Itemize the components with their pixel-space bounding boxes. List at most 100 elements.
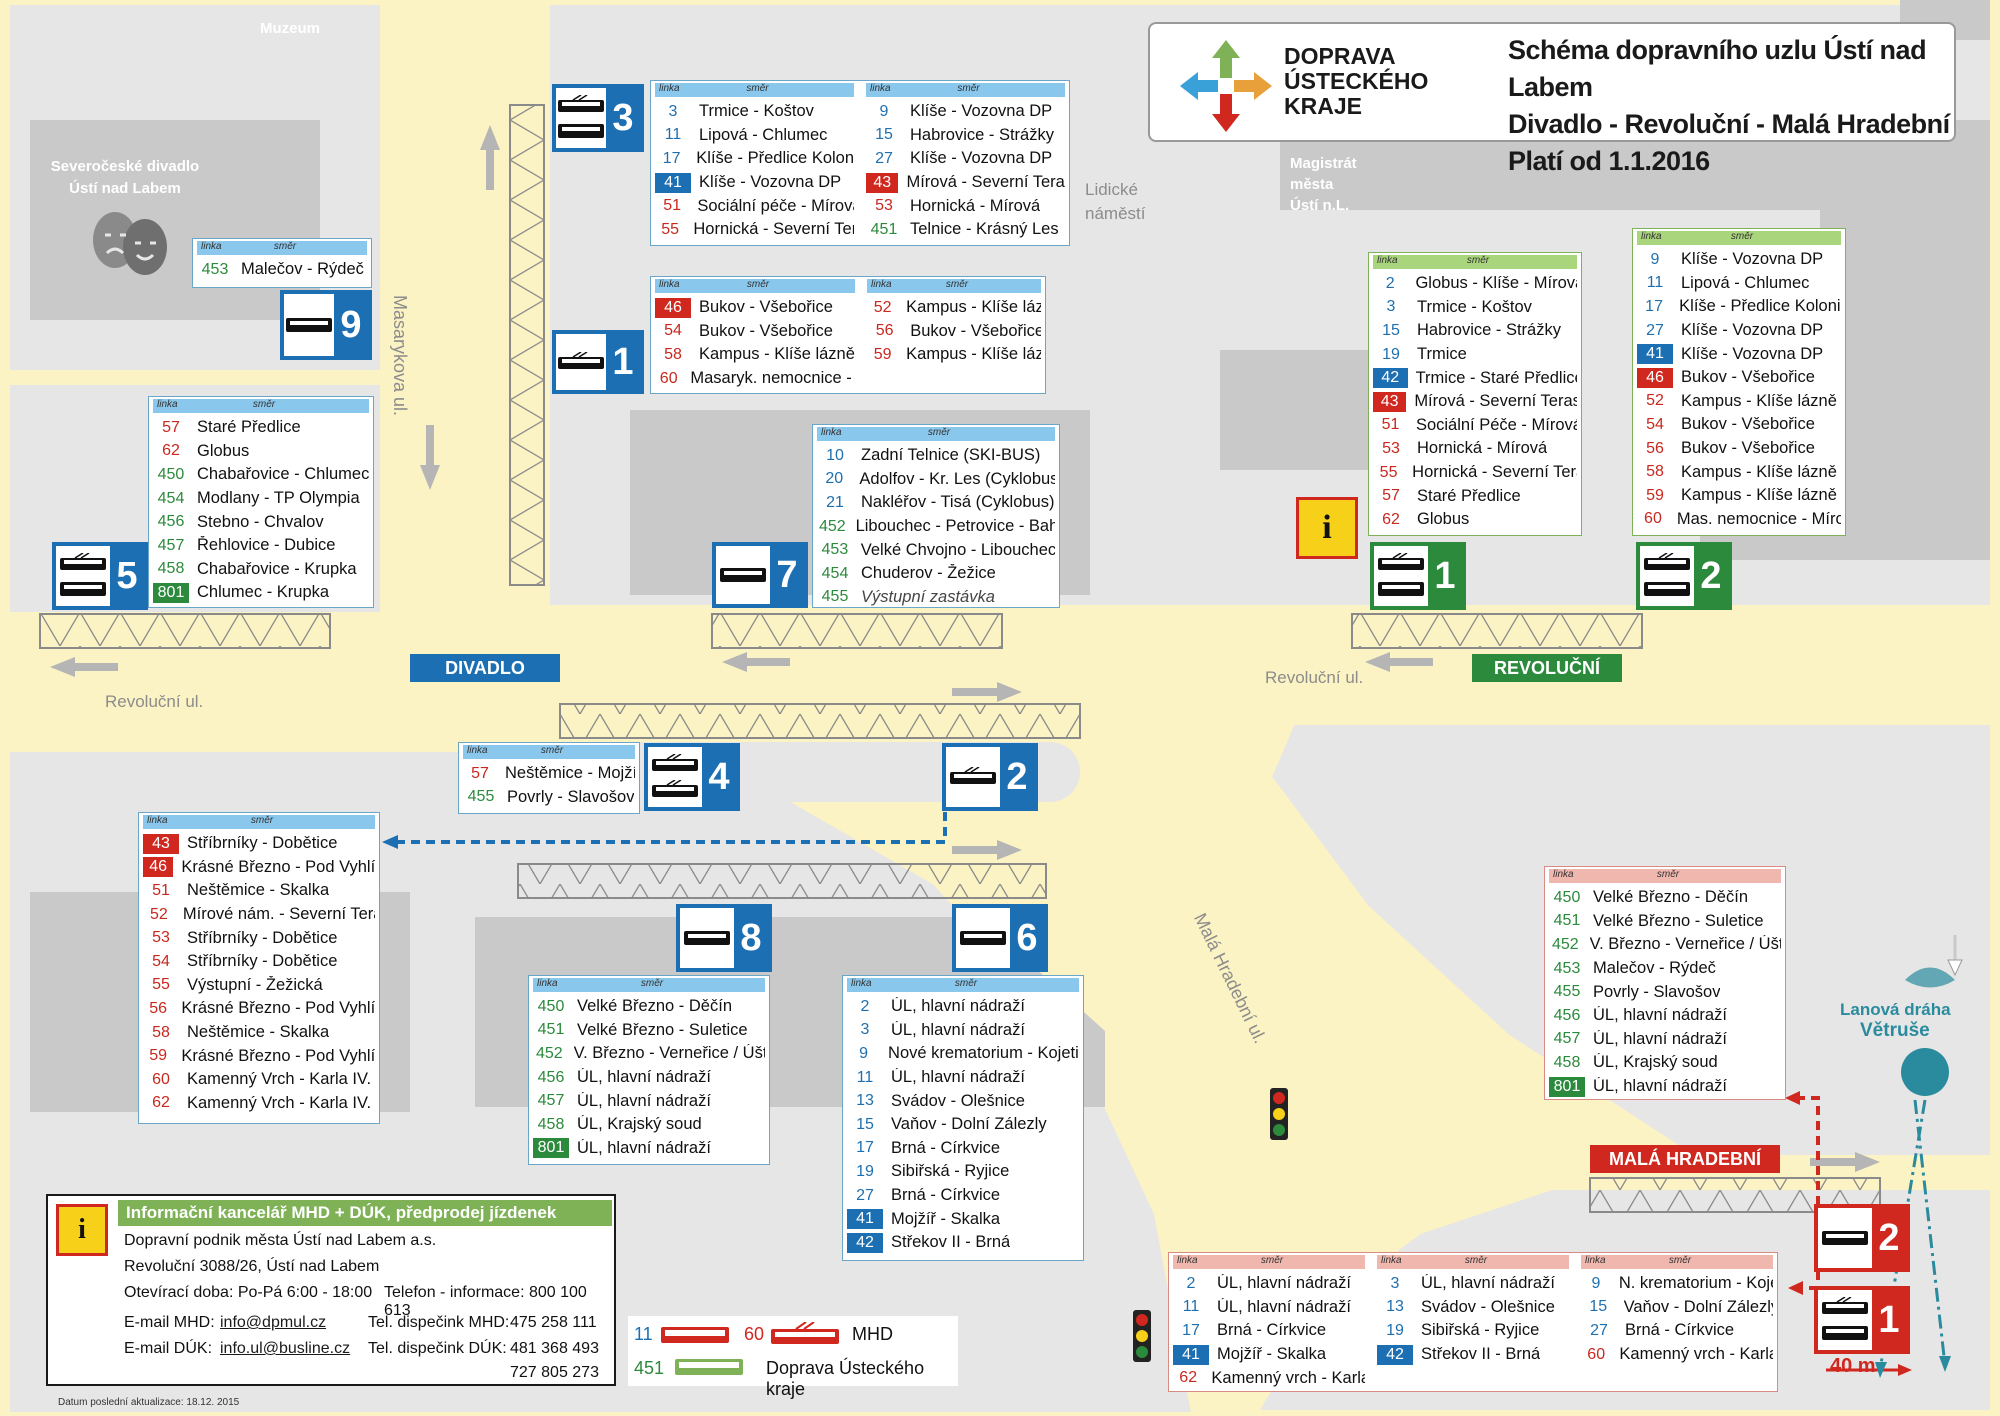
stop-divadlo-3: 3 bbox=[552, 84, 644, 152]
line-number: 59 bbox=[149, 1047, 168, 1065]
line-destination: Klíše - Vozovna DP bbox=[1681, 250, 1824, 269]
line-number: 15 bbox=[875, 126, 893, 144]
line-number: 42 bbox=[1373, 368, 1408, 389]
line-number: 54 bbox=[1646, 415, 1664, 433]
line-number: 54 bbox=[152, 952, 170, 970]
line-number: 27 bbox=[1590, 1321, 1608, 1339]
line-number: 451 bbox=[1553, 912, 1581, 930]
line-number: 56 bbox=[1646, 439, 1664, 457]
header-smer: směr bbox=[250, 815, 274, 826]
line-number: 17 bbox=[662, 149, 681, 167]
line-destination: Sociální péče - Mírová bbox=[697, 196, 854, 215]
line-destination: Staré Předlice bbox=[197, 418, 301, 437]
line-destination: Střekov II - Brná bbox=[891, 1233, 1011, 1252]
info-hours: Otevírací doba: Po-Pá 6:00 - 18:00 bbox=[124, 1284, 373, 1301]
header-smer: směr bbox=[1668, 1255, 1692, 1266]
line-number: 454 bbox=[157, 489, 185, 507]
line-destination: Sociální Péče - Mírová bbox=[1415, 415, 1577, 434]
line-destination: Habrovice - Strážky bbox=[910, 125, 1054, 144]
line-number: 2 bbox=[1385, 274, 1395, 292]
header-smer: směr bbox=[1730, 231, 1754, 242]
line-number: 15 bbox=[1589, 1298, 1608, 1316]
line-destination: Hornická - Severní Terasa bbox=[1412, 463, 1577, 482]
line-number: 19 bbox=[1386, 1321, 1404, 1339]
info-office-icon: i bbox=[1296, 497, 1358, 559]
label-revolucni-right: Revoluční ul. bbox=[1265, 668, 1364, 687]
line-destination: Nakléřov - Tisá (Cyklobus) bbox=[861, 493, 1055, 512]
theatre-masks-icon bbox=[93, 212, 167, 275]
line-number: 46 bbox=[1637, 367, 1673, 388]
line-destination: Lipová - Chlumec bbox=[1681, 273, 1810, 292]
line-destination: Kampus - Klíše lázně bbox=[1681, 486, 1837, 505]
line-row: 27 Brná - Církvice bbox=[847, 1184, 1079, 1208]
label-magistrat-2: města bbox=[1290, 176, 1334, 193]
header-smer: směr bbox=[540, 745, 564, 756]
line-row: 9N. krematorium - Kojetice bbox=[1581, 1272, 1773, 1296]
line-destination: Staré Předlice bbox=[1417, 486, 1521, 505]
line-number: 27 bbox=[856, 1186, 874, 1204]
line-number: 54 bbox=[664, 322, 682, 340]
line-destination: Malečov - Rýdeč bbox=[1593, 959, 1716, 978]
header-smer: směr bbox=[957, 83, 980, 94]
line-destination: Brná - Církvice bbox=[891, 1186, 1001, 1205]
line-number: 453 bbox=[821, 541, 849, 559]
label-distance: 40 m bbox=[1830, 1355, 1876, 1377]
line-destination: ÚL, hlavní nádraží bbox=[577, 1091, 711, 1110]
line-number: 59 bbox=[873, 345, 892, 363]
line-number: 57 bbox=[471, 764, 489, 782]
line-number: 453 bbox=[1553, 959, 1581, 977]
line-destination: Velké Březno - Děčín bbox=[1593, 888, 1748, 907]
info-phone: Telefon - informace: 800 100 613 bbox=[384, 1284, 587, 1319]
info-disp-duk-label: Tel. dispečink DÚK: bbox=[368, 1340, 507, 1357]
bus-icon bbox=[1822, 1231, 1868, 1245]
title-3: Platí od 1.1.2016 bbox=[1508, 146, 1710, 176]
header-linka: linka bbox=[537, 978, 558, 989]
line-number: 452 bbox=[535, 1044, 563, 1062]
line-number: 455 bbox=[467, 788, 495, 806]
email-mhd-link[interactable]: info@dpmul.cz bbox=[220, 1314, 327, 1331]
info-disp-mhd: 475 258 111 bbox=[510, 1314, 597, 1331]
legend: 11 60 MHD 451 Doprava Ústeckého kraje bbox=[628, 1316, 958, 1399]
header-linka: linka bbox=[467, 745, 488, 756]
email-duk-link[interactable]: info.ul@busline.cz bbox=[220, 1340, 351, 1357]
trolleybus-icon bbox=[1644, 553, 1690, 570]
line-destination: Svádov - Olešnice bbox=[891, 1091, 1025, 1110]
legend-n11: 11 bbox=[634, 1324, 653, 1344]
line-destination: Hornická - Severní Terasa bbox=[693, 220, 854, 239]
line-destination: Klíše - Vozovna DP bbox=[1681, 321, 1824, 340]
line-destination: V. Březno - Verneřice / Úštěk bbox=[573, 1044, 765, 1063]
header-linka: linka bbox=[870, 83, 891, 94]
header-linka: linka bbox=[659, 83, 680, 94]
line-number: 58 bbox=[1646, 463, 1664, 481]
line-number: 457 bbox=[1553, 1030, 1581, 1048]
line-destination: ÚL, hlavní nádraží bbox=[577, 1068, 711, 1087]
header-linka: linka bbox=[1641, 231, 1662, 242]
label-masarykova: Masarykova ul. bbox=[390, 295, 410, 417]
